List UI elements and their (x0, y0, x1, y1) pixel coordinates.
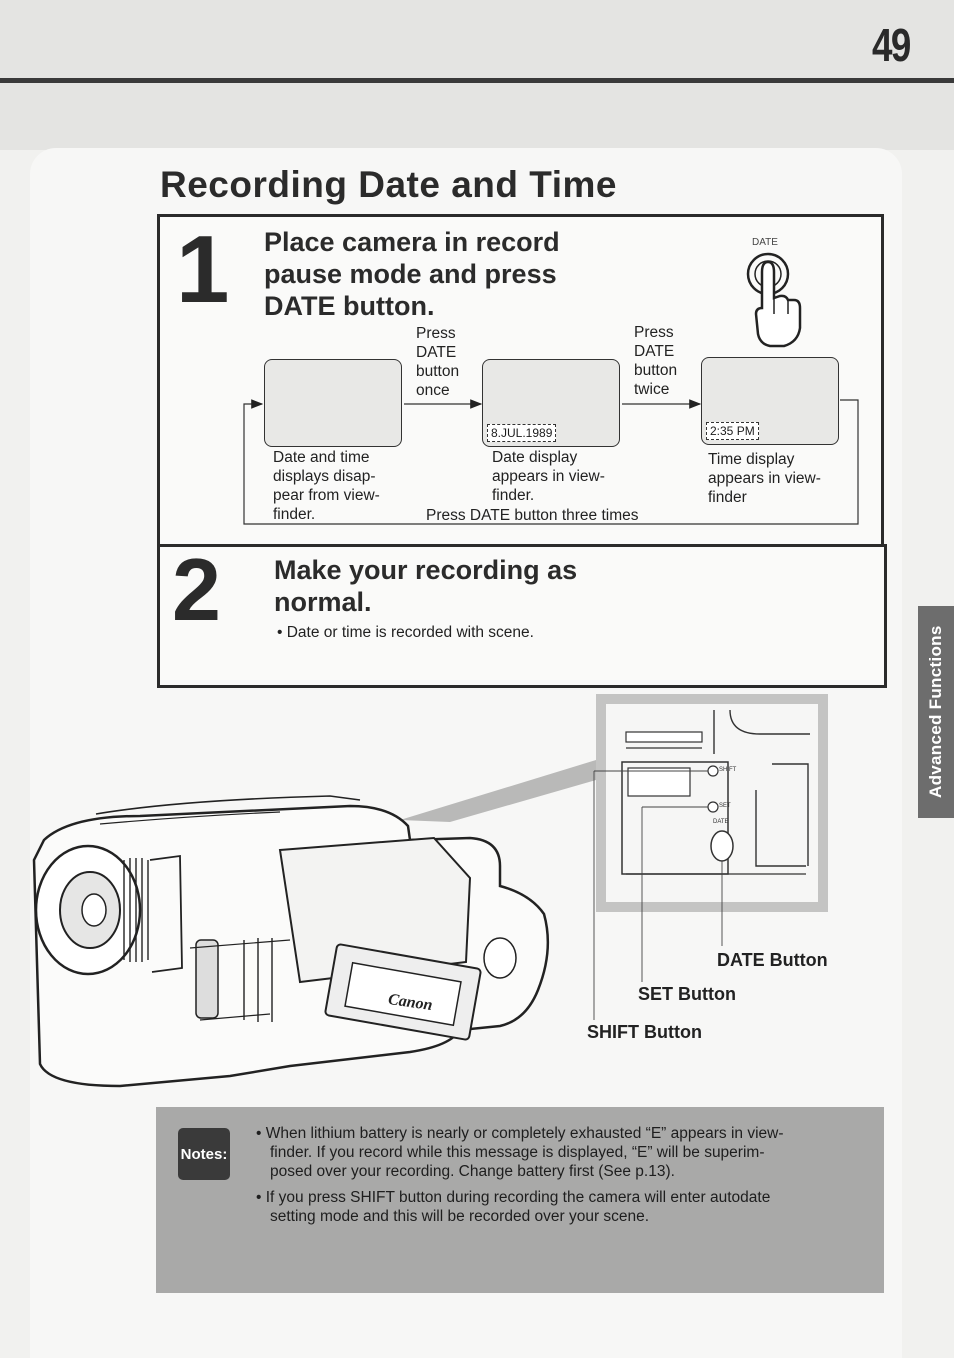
loop-label: Press DATE button three times (426, 507, 639, 524)
side-tab-label: Advanced Functions (926, 625, 945, 799)
caption-line: Date and time (273, 449, 370, 466)
notes-list: • When lithium battery is nearly or comp… (256, 1124, 876, 1226)
screen-1-caption: Date and time displays disap- pear from … (273, 448, 380, 524)
press-twice-line: twice (634, 381, 670, 398)
caption-line: finder. (273, 506, 316, 523)
side-tab (918, 606, 954, 818)
step1-heading-line: pause mode and press (264, 259, 557, 289)
sequence-arrows (243, 399, 859, 525)
press-once-line: button (416, 363, 460, 380)
notes-box (156, 1107, 884, 1293)
caption-line: finder. (492, 487, 535, 504)
step2-heading-line: normal. (274, 587, 372, 617)
press-twice-line: button (634, 362, 678, 379)
press-once-label: Press DATE button once (416, 324, 459, 400)
step1-heading-line: DATE button. (264, 291, 435, 321)
caption-line: appears in view- (708, 470, 821, 487)
caption-line: finder (708, 489, 747, 506)
note-item: • When lithium battery is nearly or comp… (256, 1124, 876, 1181)
set-button-callout: SET Button (638, 984, 736, 1004)
caption-line: pear from view- (273, 487, 380, 504)
press-once-line: Press (416, 325, 456, 342)
press-twice-label: Press DATE button twice (634, 323, 677, 399)
header-band (0, 0, 954, 150)
step1-number: 1 (176, 216, 230, 323)
header-rule (0, 78, 954, 83)
shift-inset-label: SHIFT (719, 767, 737, 773)
note-line: finder. If you record while this message… (270, 1144, 765, 1161)
step1-heading: Place camera in record pause mode and pr… (264, 226, 560, 322)
press-twice-line: DATE (634, 343, 675, 360)
page-number: 49 (872, 19, 911, 71)
date-inset-label: DATE (713, 819, 729, 825)
camcorder-illustration (32, 694, 828, 1088)
caption-line: displays disap- (273, 468, 376, 485)
notes-badge: Notes: (178, 1128, 230, 1180)
note-line: • When lithium battery is nearly or comp… (256, 1125, 784, 1142)
caption-line: Time display (708, 451, 795, 468)
press-twice-line: Press (634, 324, 674, 341)
step2-heading: Make your recording as normal. (274, 554, 577, 618)
press-once-line: once (416, 382, 450, 399)
press-once-line: DATE (416, 344, 457, 361)
viewfinder-screen-1 (264, 359, 402, 447)
note-line: setting mode and this will be recorded o… (270, 1208, 650, 1225)
page-title: Recording Date and Time (160, 164, 617, 205)
screen-2-caption: Date display appears in view- finder. (492, 448, 605, 505)
step1-heading-line: Place camera in record (264, 227, 560, 257)
date-readout: 8.JUL.1989 (487, 424, 557, 442)
date-button-label: DATE (752, 237, 778, 248)
time-readout: 2:35 PM (706, 422, 759, 440)
step2-number: 2 (172, 540, 221, 639)
set-inset-label: SET (719, 803, 731, 809)
finger-press-icon (746, 252, 802, 348)
note-line: • If you press SHIFT button during recor… (256, 1189, 771, 1206)
note-line: posed over your recording. Change batter… (270, 1163, 675, 1180)
note-item: • If you press SHIFT button during recor… (256, 1188, 876, 1226)
caption-line: Date display (492, 449, 578, 466)
caption-line: appears in view- (492, 468, 605, 485)
date-button-callout: DATE Button (717, 950, 828, 970)
screen-3-caption: Time display appears in view- finder (708, 450, 821, 507)
shift-button-callout: SHIFT Button (587, 1022, 702, 1042)
step2-box (157, 544, 887, 688)
step2-bullet: • Date or time is recorded with scene. (277, 624, 534, 641)
step2-heading-line: Make your recording as (274, 555, 578, 585)
